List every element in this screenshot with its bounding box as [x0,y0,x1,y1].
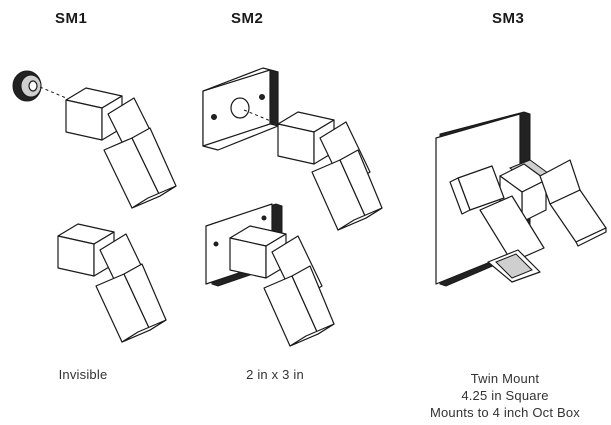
sm3-caption-line-2: 4.25 in Square [461,388,549,403]
sm1-grommet-fixture [12,70,177,209]
sm2-mounted-fixture [205,203,335,347]
sm2-caption-line-1: 2 in x 3 in [246,367,304,382]
sm2-title: SM2 [231,10,264,27]
sm1-caption-line-1: Invisible [58,367,108,382]
sm2-plate-fixture [202,67,383,231]
sm2-caption: 2 in x 3 in [215,366,335,383]
sm1-title: SM1 [55,10,88,27]
sm3-caption: Twin Mount 4.25 in Square Mounts to 4 in… [400,370,610,421]
sm3-caption-line-1: Twin Mount [470,371,540,386]
sm3-title: SM3 [492,10,525,27]
sm3-caption-line-3: Mounts to 4 inch Oct Box [429,405,581,420]
sm1-caption: Invisible [38,366,128,383]
sm1-fixture [57,223,167,343]
sm3-twin-mount [435,111,607,287]
